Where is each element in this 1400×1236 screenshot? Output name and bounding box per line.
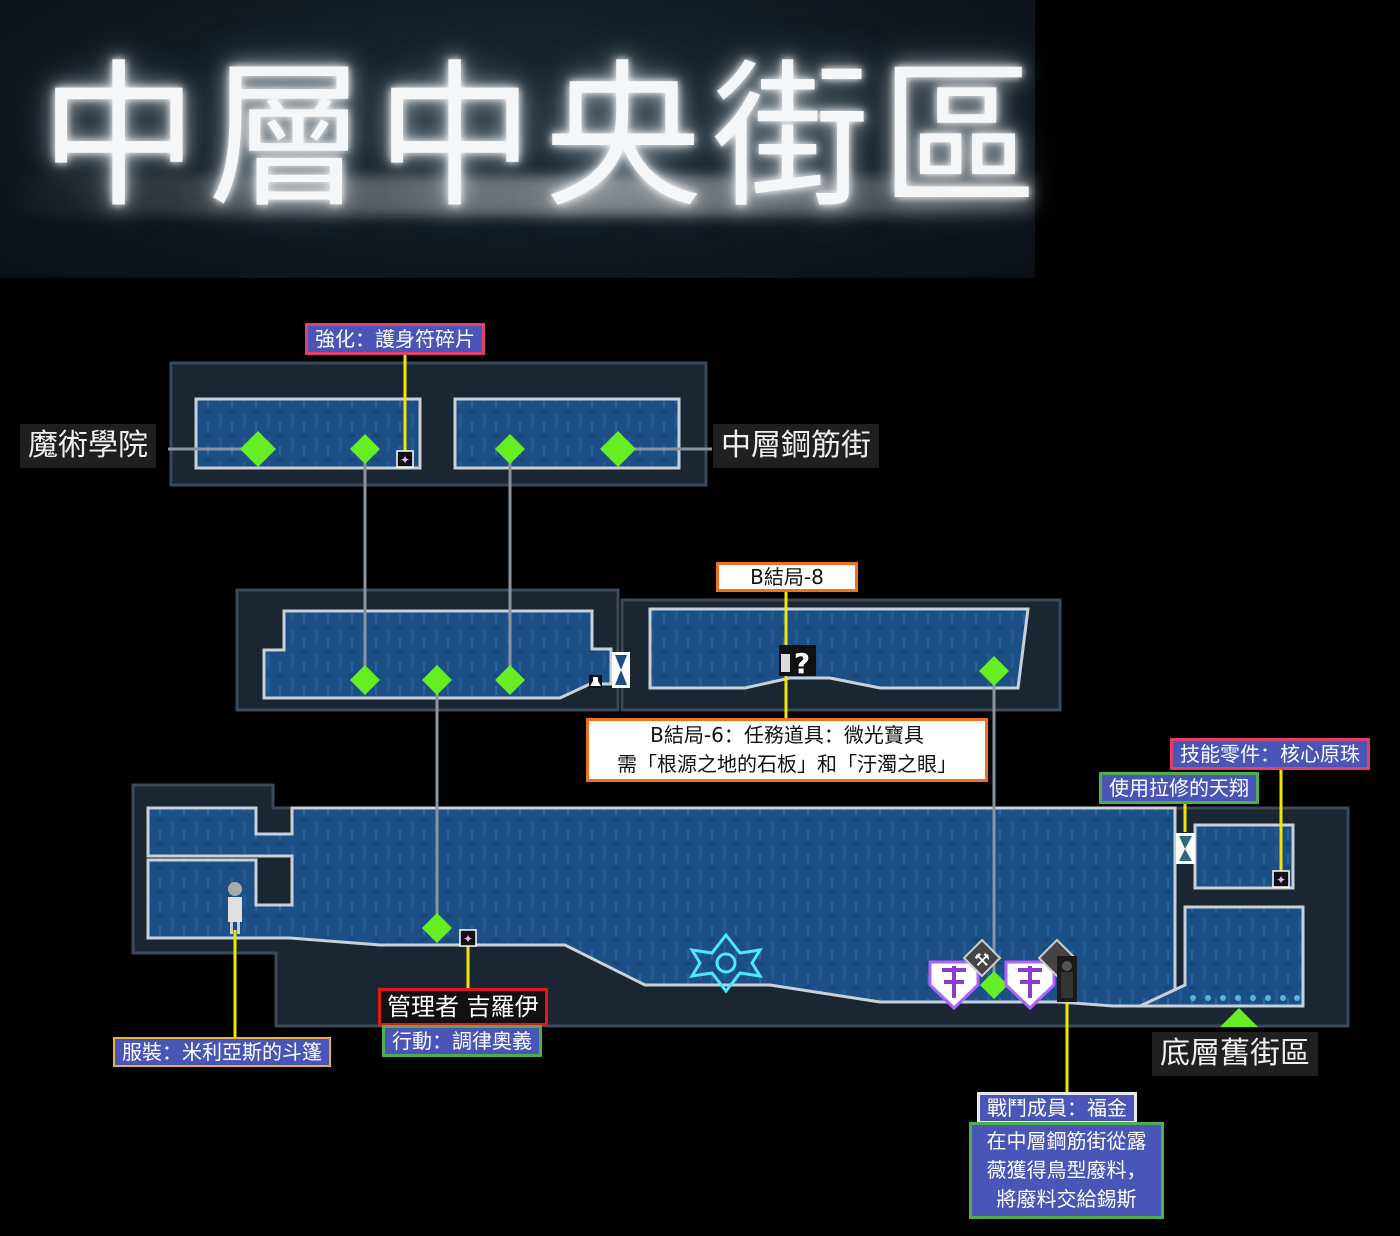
warp-diamond-icon[interactable] <box>422 665 452 695</box>
room-middle-right <box>648 607 1030 690</box>
callout-costume: 服裝：米利亞斯的斗篷 <box>113 1037 331 1067</box>
save-hourglass-icon[interactable] <box>612 652 630 688</box>
item-sparkle-icon[interactable] <box>1272 870 1290 888</box>
item-sparkle-icon[interactable] <box>459 929 477 947</box>
item-markers: ✦ ✦ ✦ <box>396 450 1290 947</box>
callout-manager-action: 行動：調律奧義 <box>382 1025 542 1057</box>
callout-fighter-note-line3: 將廢料交給錫斯 <box>996 1187 1137 1211</box>
callout-ending-b6-line2: 需「根源之地的石板」和「汙濁之眼」 <box>617 752 957 776</box>
warp-diamond-icon[interactable] <box>495 665 525 695</box>
warp-diamond-icon[interactable] <box>1220 1008 1258 1027</box>
leader-lines <box>233 352 1283 1092</box>
svg-text:✦: ✦ <box>400 453 410 467</box>
warp-diamond-icon[interactable] <box>979 656 1009 686</box>
warp-diamond-icon[interactable] <box>600 431 636 467</box>
room-top-left <box>194 397 422 470</box>
callout-manager-name: 管理者 吉羅伊 <box>378 988 548 1026</box>
callout-fighter: 戰鬥成員：福金 <box>977 1092 1137 1124</box>
callout-skill-part: 技能零件：核心原珠 <box>1170 738 1370 770</box>
room-top-right <box>453 397 681 470</box>
area-label-magic-academy[interactable]: 魔術學院 <box>20 424 156 468</box>
callout-fighter-note: 在中層鋼筋街從露 薇獲得鳥型廢料， 將廢料交給錫斯 <box>969 1122 1164 1219</box>
callout-lasius-flight: 使用拉修的天翔 <box>1099 772 1259 804</box>
warp-diamond-icon[interactable] <box>980 971 1008 999</box>
npc-costume-figure <box>228 882 242 934</box>
banner-light-streak <box>0 176 1035 216</box>
callout-ending-b8: B結局-8 <box>716 562 858 592</box>
central-emblem-icon <box>689 932 763 994</box>
svg-text:?: ? <box>794 647 810 680</box>
area-title: 中層中央街區 <box>40 46 1048 230</box>
callout-fighter-note-line2: 薇獲得鳥型廢料， <box>986 1158 1147 1182</box>
warp-diamond-icon[interactable] <box>350 434 380 464</box>
warp-diamonds <box>240 431 1258 1027</box>
callout-fighter-note-line1: 在中層鋼筋街從露 <box>986 1129 1147 1153</box>
crest-shield-icon <box>928 960 980 1011</box>
warp-diamond-icon[interactable] <box>350 665 380 695</box>
callout-amulet-fragment: 強化：護身符碎片 <box>305 323 485 355</box>
warp-diamond-icon[interactable] <box>422 913 452 943</box>
area-title-banner: 中層中央街區 <box>0 0 1038 278</box>
svg-text:⚒: ⚒ <box>974 950 990 971</box>
warp-diamond-icon[interactable] <box>240 431 276 467</box>
save-hourglass-icon[interactable] <box>1176 833 1195 864</box>
room-bottom-lower-right <box>1139 905 1305 1008</box>
hammer-marker-icon <box>962 938 1002 978</box>
hidden-passage-dots <box>1190 995 1300 1001</box>
area-label-old-district[interactable]: 底層舊街區 <box>1152 1032 1318 1076</box>
room-bottom-main <box>146 806 1177 1008</box>
svg-text:✦: ✦ <box>463 932 473 946</box>
callout-ending-b6: B結局-6：任務道具：微光寶具 需「根源之地的石板」和「汙濁之眼」 <box>586 718 988 782</box>
svg-text:✦: ✦ <box>1276 873 1286 887</box>
callout-ending-b6-line1: B結局-6：任務道具：微光寶具 <box>650 723 924 747</box>
warp-diamond-icon[interactable] <box>495 434 525 464</box>
item-sparkle-icon[interactable] <box>396 450 414 468</box>
area-label-rebar-street[interactable]: 中層鋼筋街 <box>713 424 879 468</box>
